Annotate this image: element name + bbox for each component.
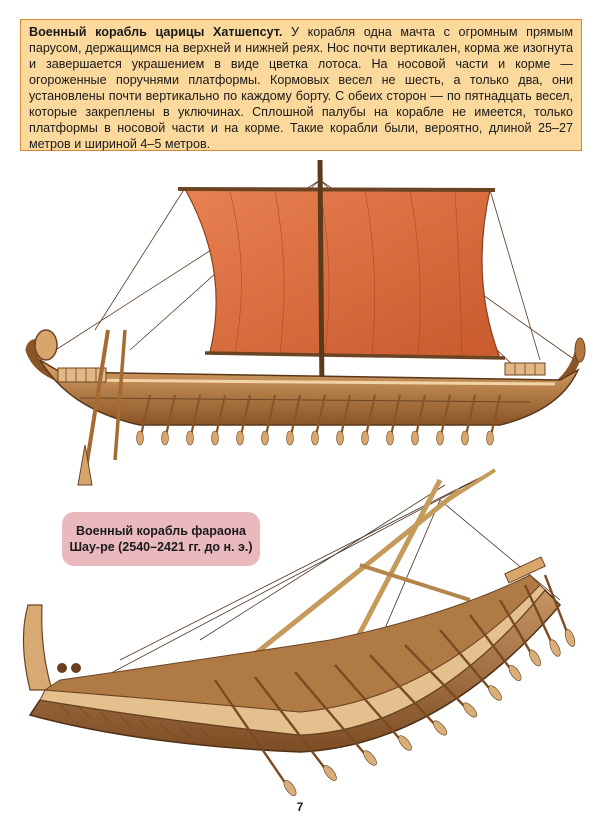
sahure-ship <box>22 468 576 797</box>
ship-caption: Военный корабль фараона Шау-ре (2540–242… <box>62 512 260 566</box>
page-number: 7 <box>296 800 304 814</box>
hatshepsut-ship <box>25 159 586 486</box>
info-text-box: Военный корабль царицы Хатшепсут. У кора… <box>20 19 582 151</box>
info-title: Военный корабль царицы Хатшепсут. <box>29 25 283 39</box>
caption-line-2: Шау-ре (2540–2421 гг. до н. э.) <box>69 540 253 554</box>
info-body: У корабля одна мачта с огромным прямым п… <box>29 25 573 151</box>
caption-line-1: Военный корабль фараона <box>76 524 246 538</box>
